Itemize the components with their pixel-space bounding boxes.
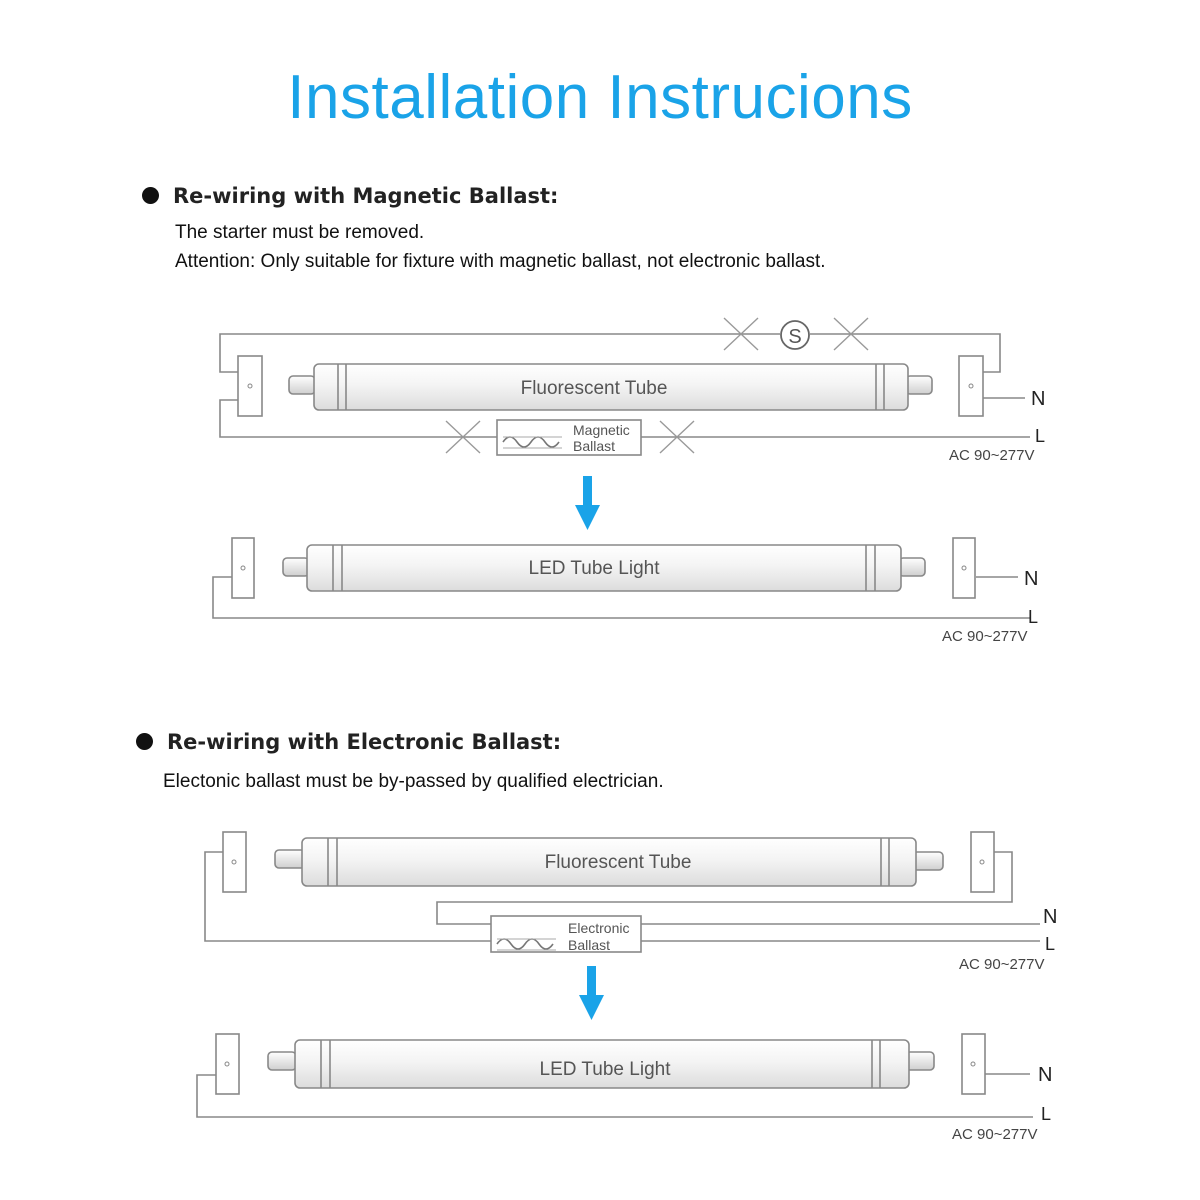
magnetic-before-diagram <box>219 317 1030 456</box>
bullet-icon <box>136 733 153 750</box>
down-arrow-icon <box>579 966 604 1020</box>
magnetic-heading-text: Re-wiring with Magnetic Ballast: <box>173 184 559 208</box>
electronic-note-bypass: Electonic ballast must be by-passed by q… <box>163 771 664 792</box>
electronic-heading-text: Re-wiring with Electronic Ballast: <box>167 730 562 754</box>
down-arrow-icon <box>575 476 600 530</box>
neutral-label: N <box>1024 568 1038 590</box>
live-label: L <box>1035 426 1045 446</box>
remove-cross-icon <box>445 317 869 454</box>
electronic-after-diagram <box>196 1033 1033 1118</box>
magnetic-section-heading: Re-wiring with Magnetic Ballast: <box>142 184 558 208</box>
ballast-label-line2: Ballast <box>573 438 615 454</box>
magnetic-after-diagram <box>212 537 1030 619</box>
lampholder-left <box>237 355 263 417</box>
live-label: L <box>1028 607 1038 627</box>
neutral-label: N <box>1043 906 1057 928</box>
page-title: Installation Instrucions <box>287 63 913 132</box>
voltage-label: AC 90~277V <box>949 447 1034 464</box>
fluorescent-tube-label: Fluorescent Tube <box>545 852 692 873</box>
ballast-label-line1: Electronic <box>568 920 629 936</box>
voltage-label: AC 90~277V <box>952 1126 1037 1143</box>
live-label: L <box>1041 1104 1051 1124</box>
voltage-label: AC 90~277V <box>959 956 1044 973</box>
ballast-label-line2: Ballast <box>568 937 610 953</box>
fluorescent-tube <box>313 363 909 411</box>
magnetic-note-starter: The starter must be removed. <box>175 222 425 243</box>
lampholder-left <box>222 831 247 893</box>
magnetic-note-attention: Attention: Only suitable for fixture wit… <box>175 251 826 272</box>
neutral-label: N <box>1038 1064 1052 1086</box>
led-tube <box>294 1039 910 1089</box>
neutral-label: N <box>1031 388 1045 410</box>
fluorescent-tube-label: Fluorescent Tube <box>521 378 668 399</box>
led-tube-label: LED Tube Light <box>540 1059 672 1080</box>
starter-icon <box>780 320 810 350</box>
lampholder-right <box>970 831 995 893</box>
ballast-label-line1: Magnetic <box>573 422 630 438</box>
led-tube-label: LED Tube Light <box>529 558 661 579</box>
starter-symbol: S <box>788 326 801 348</box>
voltage-label: AC 90~277V <box>942 628 1027 645</box>
lampholder-left <box>215 1033 240 1095</box>
lampholder-right <box>958 355 984 417</box>
electronic-ballast <box>490 915 642 953</box>
live-label: L <box>1045 934 1055 954</box>
bullet-icon <box>142 187 159 204</box>
lampholder-right <box>952 537 976 599</box>
led-tube <box>306 544 902 592</box>
electronic-before-diagram <box>204 831 1040 953</box>
electronic-section-heading: Re-wiring with Electronic Ballast: <box>136 730 561 754</box>
lampholder-left <box>231 537 255 599</box>
lampholder-right <box>961 1033 986 1095</box>
fluorescent-tube <box>301 837 917 887</box>
